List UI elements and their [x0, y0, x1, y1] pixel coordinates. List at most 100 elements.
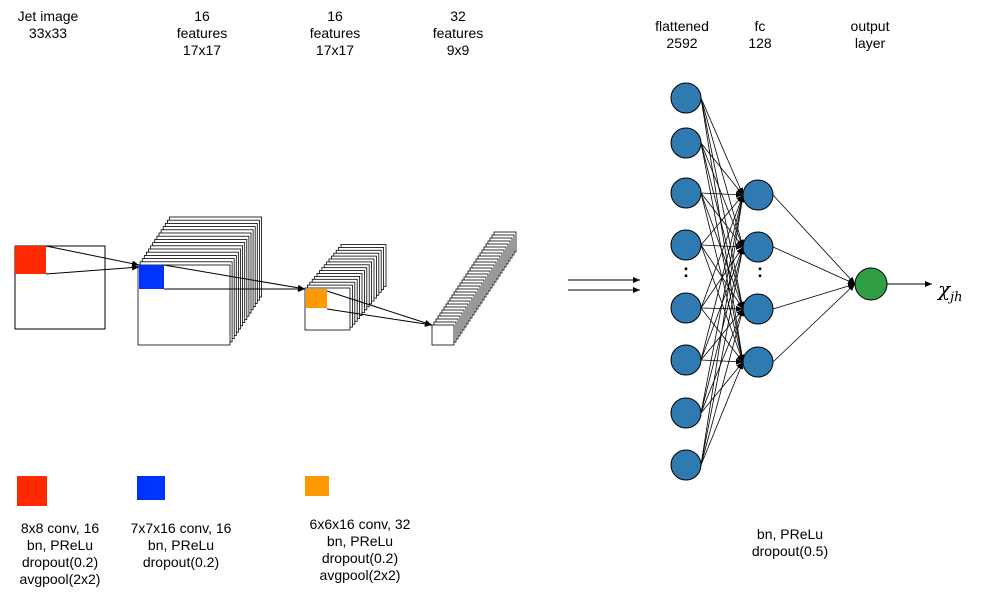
- flattened-neuron: [670, 229, 702, 261]
- projection-arrow: [326, 290, 433, 326]
- output-neuron: [854, 267, 888, 301]
- op-line: dropout(0.5): [751, 543, 829, 559]
- output-edge: [772, 246, 856, 285]
- op-line: bn, PReLu: [756, 526, 824, 542]
- dense-edge: [700, 308, 745, 466]
- label-line: 33x33: [28, 25, 68, 41]
- dense-edge: [700, 191, 744, 198]
- label-fc-layer: fc 128: [730, 18, 790, 52]
- flattened-neuron: [670, 449, 702, 481]
- ops-conv1: 8x8 conv, 16 bn, PReLu dropout(0.2) avgp…: [0, 520, 120, 588]
- ops-conv2: 7x7x16 conv, 16 bn, PReLu dropout(0.2): [116, 520, 246, 571]
- legend-swatch-kernel3: [305, 476, 329, 496]
- dense-connections: [700, 97, 932, 466]
- dense-edge: [700, 194, 745, 466]
- label-input-layer: Jet image 33x33: [8, 8, 88, 42]
- label-flattened-layer: flattened 2592: [640, 18, 724, 52]
- op-line: bn, PReLu: [147, 537, 215, 553]
- label-line: layer: [854, 35, 886, 51]
- label-line: features: [432, 25, 484, 41]
- label-line: output: [850, 18, 890, 34]
- fc-neuron: [742, 179, 774, 211]
- kernel-window-conv1: [15, 246, 46, 274]
- flattened-neuron: [670, 127, 702, 159]
- label-line: features: [176, 25, 228, 41]
- dense-edge: [700, 246, 745, 466]
- kernel-window-conv3: [306, 289, 327, 308]
- feature-stack-conv1: [137, 216, 262, 346]
- feature-map-stacks: [14, 216, 517, 346]
- feature-map-layer: [431, 324, 455, 346]
- label-line: 128: [748, 35, 772, 51]
- kernel-windows: [15, 246, 327, 308]
- output-symbol-main: χ: [938, 277, 951, 301]
- dense-edge: [700, 361, 744, 466]
- flattened-neuron: [670, 344, 702, 376]
- label-line: flattened: [655, 18, 709, 34]
- projection-arrow: [163, 264, 306, 291]
- output-symbol: χjh: [938, 278, 963, 309]
- op-line: 6x6x16 conv, 32: [309, 516, 411, 532]
- dense-edge: [700, 308, 744, 414]
- legend-swatch-kernel1: [17, 476, 47, 506]
- projection-arrow: [45, 245, 140, 267]
- label-line: 2592: [666, 35, 698, 51]
- ellipsis-fc: :: [757, 261, 763, 281]
- dense-edge: [700, 194, 744, 246]
- label-line: fc: [754, 18, 766, 34]
- dense-edge: [700, 97, 745, 363]
- op-line: bn, PReLu: [26, 537, 94, 553]
- projection-arrow: [326, 308, 433, 327]
- op-line: bn, PReLu: [326, 533, 394, 549]
- output-edge: [772, 283, 856, 310]
- output-edge: [772, 283, 856, 363]
- label-line: features: [309, 25, 361, 41]
- label-line: Jet image: [17, 8, 79, 24]
- label-line: 16: [194, 8, 210, 24]
- op-line: avgpool(2x2): [19, 571, 101, 587]
- fc-neuron: [742, 346, 774, 378]
- legend-swatch-kernel2: [137, 476, 165, 500]
- kernel-window-conv2: [139, 265, 164, 289]
- flattened-neuron: [670, 292, 702, 324]
- ellipsis-flattened: :: [683, 261, 689, 281]
- dense-edge: [700, 97, 744, 196]
- fc-neuron: [742, 293, 774, 325]
- dense-edge: [700, 194, 745, 414]
- op-line: dropout(0.2): [21, 554, 99, 570]
- dense-neurons: [670, 82, 888, 481]
- label-output-layer: output layer: [830, 18, 910, 52]
- dense-edge: [700, 142, 744, 196]
- feature-stack-conv3: [431, 231, 517, 346]
- ops-dense: bn, PReLu dropout(0.5): [730, 526, 850, 560]
- flattened-neuron: [670, 82, 702, 114]
- op-line: avgpool(2x2): [319, 567, 401, 583]
- dense-edge: [700, 194, 745, 361]
- label-line: 9x9: [446, 42, 470, 58]
- label-conv3-layer: 32 features 9x9: [418, 8, 498, 59]
- flattened-neuron: [670, 177, 702, 209]
- dense-edge: [700, 194, 744, 309]
- dense-edge: [700, 243, 744, 250]
- op-line: dropout(0.2): [321, 550, 399, 566]
- label-line: 32: [450, 8, 466, 24]
- label-line: 16: [327, 8, 343, 24]
- conv-arrows: [45, 245, 640, 327]
- op-line: 7x7x16 conv, 16: [130, 520, 232, 536]
- flattened-neuron: [670, 397, 702, 429]
- ops-conv3: 6x6x16 conv, 32 bn, PReLu dropout(0.2) a…: [295, 516, 425, 584]
- output-edge: [772, 194, 856, 285]
- projection-arrow: [45, 264, 140, 275]
- op-line: 8x8 conv, 16: [20, 520, 100, 536]
- label-conv1-layer: 16 features 17x17: [162, 8, 242, 59]
- dense-edge: [700, 305, 744, 312]
- fc-neuron: [742, 231, 774, 263]
- output-symbol-subscript: jh: [950, 290, 963, 305]
- op-line: dropout(0.2): [142, 554, 220, 570]
- dense-edge: [700, 308, 744, 361]
- label-line: 17x17: [182, 42, 222, 58]
- feature-stack-conv2: [304, 244, 387, 331]
- label-conv2-layer: 16 features 17x17: [295, 8, 375, 59]
